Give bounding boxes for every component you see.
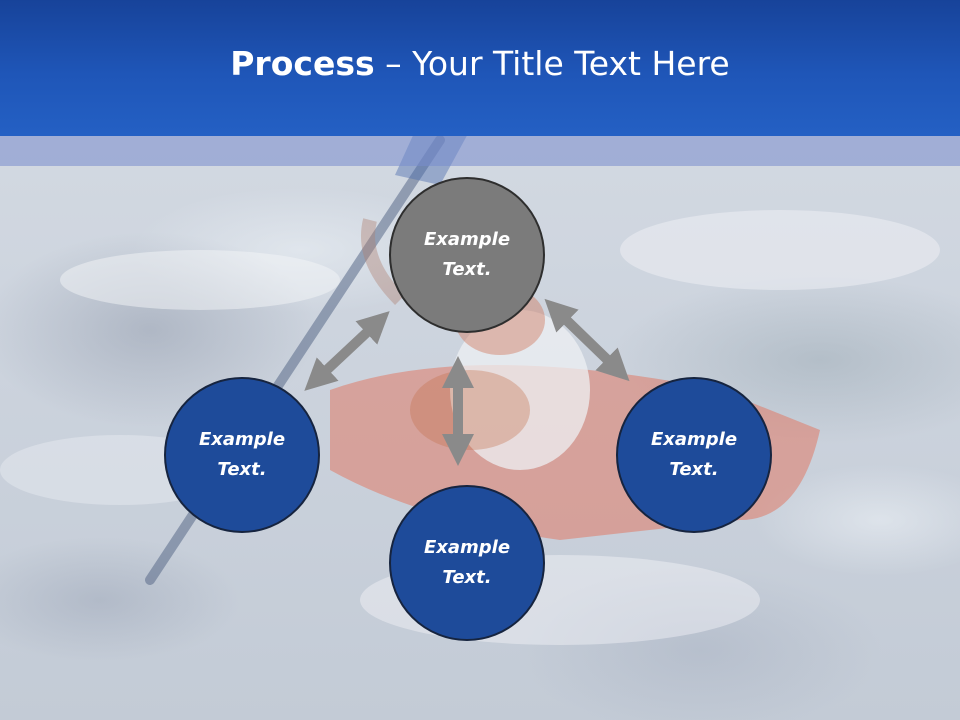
process-node-right[interactable]: Example Text. [616,377,772,533]
process-node-bottom[interactable]: Example Text. [389,485,545,641]
slide-title: Process – Your Title Text Here [230,44,729,83]
process-node-top[interactable]: Example Text. [389,177,545,333]
slide-header: Process – Your Title Text Here [0,0,960,136]
arrow-top-right [544,298,630,382]
node-left-line1: Example [198,429,286,450]
node-right-line2: Text. [669,459,719,480]
header-band [0,136,960,166]
node-top-line1: Example [423,229,511,250]
node-left-line2: Text. [217,459,267,480]
title-bold-part: Process [230,43,375,83]
arrow-top-left [304,311,390,391]
process-node-left[interactable]: Example Text. [164,377,320,533]
node-right-line1: Example [650,429,738,450]
node-bottom-line2: Text. [442,567,492,588]
title-rest-part: – Your Title Text Here [374,43,730,83]
node-bottom-line1: Example [423,537,511,558]
node-top-line2: Text. [442,259,492,280]
